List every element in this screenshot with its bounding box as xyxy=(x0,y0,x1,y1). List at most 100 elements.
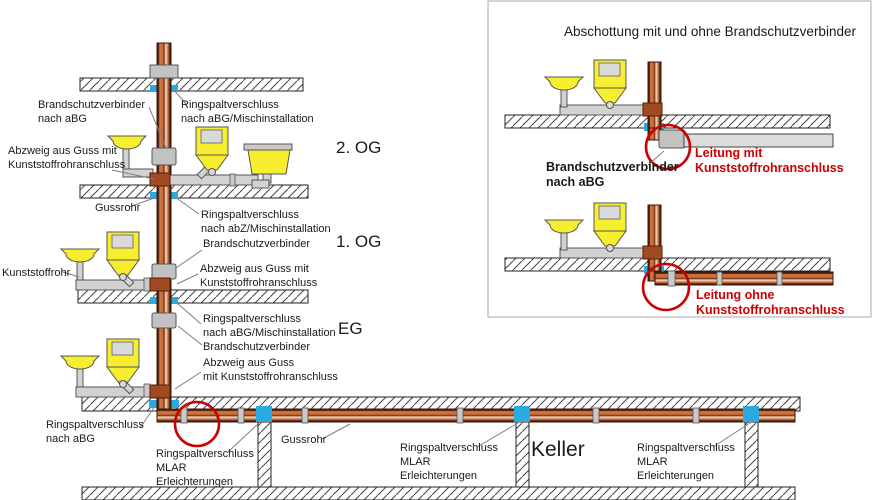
floor-label-og1: 1. OG xyxy=(336,232,381,251)
floor-label-og2: 2. OG xyxy=(336,138,381,157)
building-section: Brandschutzverbinder nach aBG Ringspaltv… xyxy=(2,42,801,500)
brandschutzverbinder-fitting-og1 xyxy=(151,263,177,280)
cast-iron-branch-eg xyxy=(149,384,171,399)
label-leitung-mit-2: Kunststoffrohranschluss xyxy=(695,161,844,175)
label-mlar-3-2: MLAR xyxy=(637,456,668,468)
pipe-coupling xyxy=(237,407,245,424)
pipe-coupling xyxy=(229,173,236,187)
label-mlar-3: Ringspaltverschluss xyxy=(637,442,735,454)
cast-iron-basement-pipe xyxy=(156,408,796,423)
label-abzweig-og2-2: Kunststoffrohranschluss xyxy=(8,159,126,171)
label-leitung-ohne-2: Kunststoffrohranschluss xyxy=(696,303,845,317)
washbasin-icon xyxy=(60,248,100,263)
label-brandschutzverbinder-bold-2: nach aBG xyxy=(546,175,604,189)
pipe-collar-top xyxy=(149,64,179,79)
tub-trap-elbow xyxy=(251,179,270,189)
cast-iron-branch xyxy=(642,245,663,260)
branch-pipe xyxy=(559,247,649,259)
scene-with-connector: Brandschutzverbinder nach aBG Leitung mi… xyxy=(504,59,844,189)
label-abzweig-eg: Abzweig aus Guss xyxy=(203,357,295,369)
slab-basement-floor xyxy=(81,486,796,500)
washbasin-icon xyxy=(60,355,100,370)
panel-title: Abschottung mit und ohne Brandschutzverb… xyxy=(564,24,856,39)
label-ringspalt-og2: Ringspaltverschluss xyxy=(181,99,279,111)
pipe-coupling xyxy=(667,270,676,287)
ring-seal-wall-1 xyxy=(256,406,272,422)
cast-iron-riser-pipe xyxy=(647,204,662,272)
label-ringspalt-keller-2: nach aBG xyxy=(46,433,95,445)
label-leitung-ohne: Leitung ohne xyxy=(696,288,775,302)
cast-iron-branch-og2 xyxy=(149,172,171,187)
ring-seal-wall-3 xyxy=(743,406,759,422)
floor-label-eg: EG xyxy=(338,319,363,338)
label-ringspalt-eg: Ringspaltverschluss xyxy=(203,313,301,325)
label-brandschutzverbinder-abg: Brandschutzverbinder xyxy=(38,99,145,111)
slab xyxy=(504,114,831,129)
slab-above-og2 xyxy=(79,77,304,92)
pipe-coupling xyxy=(456,407,464,424)
cistern-icon xyxy=(106,231,140,281)
brandschutzverbinder-fitting xyxy=(658,129,686,149)
label-kunststoffrohr: Kunststoffrohr xyxy=(2,267,71,279)
slab-og1-floor xyxy=(77,289,309,304)
label-brandschutzverbinder-abg-2: nach aBG xyxy=(38,113,87,125)
highlight-circle xyxy=(641,262,691,312)
label-mlar-2: Ringspaltverschluss xyxy=(400,442,498,454)
pipe-coupling xyxy=(592,407,600,424)
label-abzweig-og2: Abzweig aus Guss mit xyxy=(8,145,117,157)
label-mlar-2-3: Erleichterungen xyxy=(400,470,477,482)
fixtures-eg xyxy=(60,338,171,399)
fixtures-og1 xyxy=(60,231,171,292)
pipe-coupling xyxy=(143,383,151,398)
pipe-coupling xyxy=(143,277,151,292)
branch-pipe xyxy=(559,104,649,116)
label-mlar-3-3: Erleichterungen xyxy=(637,470,714,482)
label-mlar-1: Ringspaltverschluss xyxy=(156,448,254,460)
label-gussrohr-riser: Gussrohr xyxy=(95,202,141,214)
ring-seal-wall-2 xyxy=(514,406,530,422)
highlight-circle xyxy=(644,123,692,171)
cast-iron-branch xyxy=(642,102,663,117)
brandschutzverbinder-fitting-eg xyxy=(151,312,177,329)
pipe-coupling xyxy=(692,407,700,424)
label-brandschutzverbinder-og1: Brandschutzverbinder xyxy=(203,238,310,250)
label-mlar-2-2: MLAR xyxy=(400,456,431,468)
label-gussrohr-keller: Gussrohr xyxy=(281,434,327,446)
cistern-icon xyxy=(106,338,140,388)
label-brandschutzverbinder-bold: Brandschutzverbinder xyxy=(546,160,679,174)
label-mlar-1-3: Erleichterungen xyxy=(156,476,233,488)
branch-pipe xyxy=(75,386,153,398)
cast-iron-pipe xyxy=(654,271,834,286)
label-brandschutzverbinder-eg: Brandschutzverbinder xyxy=(203,341,310,353)
branch-pipe xyxy=(75,279,153,291)
label-ringspalt-og1: Ringspaltverschluss xyxy=(201,209,299,221)
cast-iron-branch-og1 xyxy=(149,277,171,292)
tub-icon xyxy=(247,149,291,175)
pipe-coupling xyxy=(776,271,783,286)
branch-pipe xyxy=(167,174,259,186)
pipe-coupling xyxy=(716,271,723,286)
detail-panel: Abschottung mit und ohne Brandschutzverb… xyxy=(487,0,872,318)
cistern-icon xyxy=(195,126,229,176)
label-ringspalt-og1-2: nach abZ/Mischinstallation xyxy=(201,223,331,235)
label-leitung-mit: Leitung mit xyxy=(695,146,763,160)
label-ringspalt-eg-2: nach aBG/Mischinstallation xyxy=(203,327,336,339)
label-ringspalt-og2-2: nach aBG/Mischinstallation xyxy=(181,113,314,125)
tub-rim xyxy=(243,143,293,151)
label-abzweig-og1: Abzweig aus Guss mit xyxy=(200,263,309,275)
label-abzweig-eg-2: mit Kunststoffrohranschluss xyxy=(203,371,338,383)
highlight-circle-basement-bend xyxy=(173,400,221,448)
leader-lines xyxy=(62,88,751,453)
scene-without-connector: Leitung ohne Kunststoffrohranschluss xyxy=(504,202,845,317)
brandschutzverbinder-fitting-og2 xyxy=(151,147,177,166)
pipe-coupling xyxy=(301,407,309,424)
label-abzweig-og1-2: Kunststoffrohranschluss xyxy=(200,277,318,289)
floor-label-keller: Keller xyxy=(531,438,585,461)
cast-iron-riser-pipe xyxy=(156,42,172,423)
plastic-pipe xyxy=(683,133,834,148)
cast-iron-riser-pipe xyxy=(647,61,662,133)
label-ringspalt-keller: Ringspaltverschluss xyxy=(46,419,144,431)
slab-og2-floor xyxy=(79,184,309,199)
